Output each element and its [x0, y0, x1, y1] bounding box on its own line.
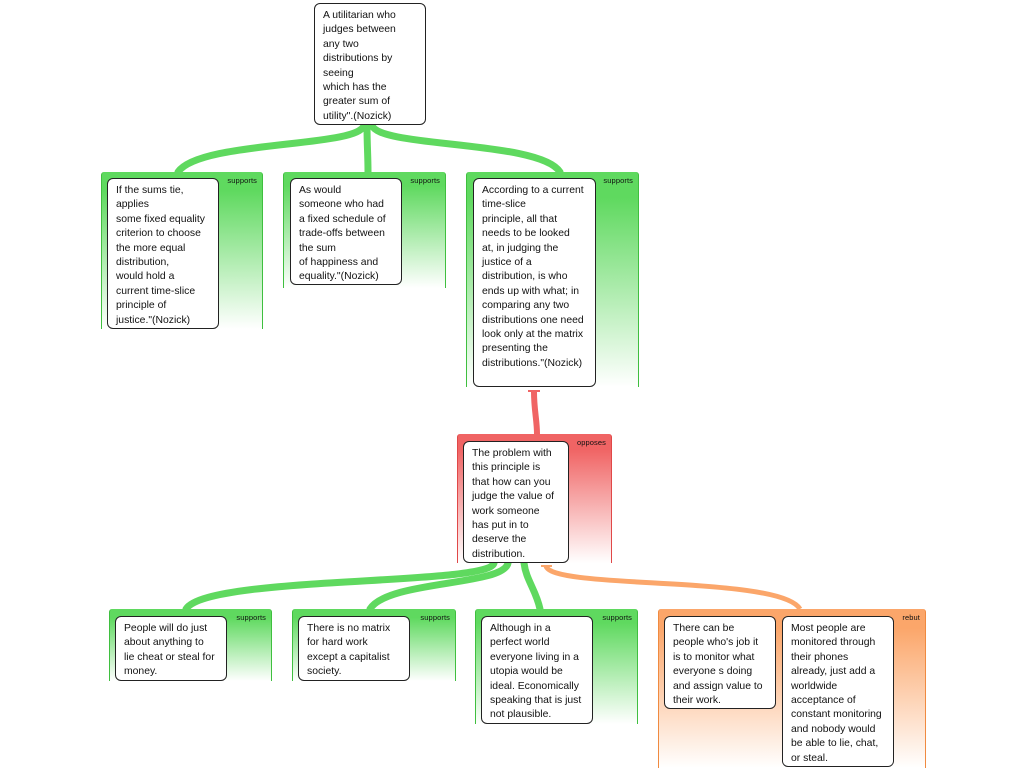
- relation-tag-n6: supports: [420, 613, 450, 622]
- link-n4-n7: [520, 559, 544, 613]
- argument-card-n9[interactable]: Most people are monitored through their …: [782, 616, 894, 767]
- relation-tag-n4: opposes: [576, 438, 606, 447]
- link-root-n1: [174, 121, 368, 176]
- argument-card-n2[interactable]: As would someone who had a fixed schedul…: [290, 178, 402, 285]
- link-n4-rebut: [543, 564, 803, 611]
- relation-tag-n2: supports: [410, 176, 440, 185]
- argument-card-n1[interactable]: If the sums tie, applies some fixed equa…: [107, 178, 219, 329]
- root-claim-card[interactable]: A utilitarian who judges between any two…: [314, 3, 426, 125]
- relation-tag-n7: supports: [602, 613, 632, 622]
- argument-card-n5[interactable]: People will do just about anything to li…: [115, 616, 227, 681]
- relation-tag-n3: supports: [603, 176, 633, 185]
- argument-card-n6[interactable]: There is no matrix for hard work except …: [298, 616, 410, 681]
- argument-card-n7[interactable]: Although in a perfect world everyone liv…: [481, 616, 593, 724]
- argument-card-n4[interactable]: The problem with this principle is that …: [463, 441, 569, 563]
- link-n4-n6: [366, 559, 512, 613]
- link-n4-n5: [182, 559, 498, 613]
- relation-tag-n1: supports: [227, 176, 257, 185]
- argument-card-n3[interactable]: According to a current time-slice princi…: [473, 178, 596, 387]
- link-root-n2: [363, 121, 372, 176]
- relation-tag-n8: rebut: [902, 613, 920, 622]
- argument-card-n8[interactable]: There can be people who's job it is to m…: [664, 616, 776, 709]
- relation-tag-n5: supports: [236, 613, 266, 622]
- link-n3-n4: [531, 391, 540, 435]
- link-root-n3: [368, 121, 564, 176]
